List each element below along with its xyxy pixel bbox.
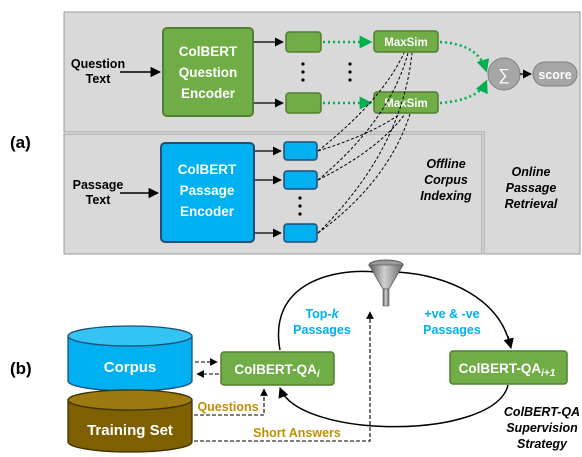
colbert-qa-i1-label: ColBERT-QAi+1 xyxy=(459,361,556,379)
score-label: score xyxy=(538,68,571,82)
svg-text:+ve & -ve: +ve & -ve xyxy=(424,307,479,321)
question-encoder-label: ColBERT Question Encoder xyxy=(179,44,238,101)
short-answers-label: Short Answers xyxy=(253,426,341,440)
svg-text:Offline: Offline xyxy=(426,157,465,171)
svg-text:Retrieval: Retrieval xyxy=(505,197,558,211)
svg-text:Text: Text xyxy=(86,72,112,86)
ve-passages-label: +ve & -ve Passages xyxy=(423,307,481,337)
passage-embedding-2 xyxy=(283,170,318,190)
questions-dashed-path xyxy=(194,388,268,416)
cycle-return-arc xyxy=(278,384,509,428)
svg-text:Text: Text xyxy=(86,193,112,207)
svg-text:Passage: Passage xyxy=(180,183,235,198)
corpus-label: Corpus xyxy=(104,359,157,376)
short-answers-dashed-path xyxy=(194,311,374,442)
svg-text:ColBERT: ColBERT xyxy=(179,44,238,59)
passage-text-label: Passage Text xyxy=(73,178,124,207)
svg-text:Passage: Passage xyxy=(73,178,124,192)
maxsim-label-2: MaxSim xyxy=(384,98,427,110)
maxsim-label-1: MaxSim xyxy=(384,37,427,49)
question-embedding-2 xyxy=(285,92,322,114)
svg-text:Passages: Passages xyxy=(293,323,351,337)
svg-text:Supervision: Supervision xyxy=(506,421,578,435)
maxsim-to-sum-2 xyxy=(439,79,488,105)
training-set-label: Training Set xyxy=(87,422,173,439)
colbert-qa-i-label: ColBERT-QAi xyxy=(234,362,320,380)
supervision-strategy-label: ColBERT-QA Supervision Strategy xyxy=(504,405,580,451)
maxsim-to-sum-1 xyxy=(439,40,490,73)
question-text-label: Question Text xyxy=(71,57,125,86)
passage-embedding-1 xyxy=(283,141,318,161)
passage-ellipsis xyxy=(298,196,302,216)
question-embedding-1 xyxy=(285,31,322,53)
funnel-icon xyxy=(368,259,404,307)
svg-text:Top-k: Top-k xyxy=(305,307,339,321)
svg-text:Question: Question xyxy=(71,57,125,71)
svg-text:ColBERT: ColBERT xyxy=(178,162,237,177)
online-retrieval-label: Online Passage Retrieval xyxy=(505,165,558,211)
supervision-cycle-arc xyxy=(277,270,511,351)
cycle-arrowhead-right xyxy=(503,335,514,350)
panel-b: (b) Top-k Passages +ve & -ve Passages Co… xyxy=(10,259,580,453)
corpus-cylinder xyxy=(67,325,193,392)
score-box xyxy=(532,61,578,87)
colbert-qa-i-box xyxy=(220,351,335,386)
question-ellipsis xyxy=(301,62,352,82)
maxsim-box-1 xyxy=(373,30,439,53)
svg-text:Encoder: Encoder xyxy=(181,86,236,101)
passage-embedding-3 xyxy=(283,223,318,243)
svg-text:Indexing: Indexing xyxy=(420,189,472,203)
panel-b-label: (b) xyxy=(10,359,32,378)
sum-symbol: ∑ xyxy=(498,67,509,84)
panel-a-label: (a) xyxy=(10,133,31,152)
passage-encoder-box xyxy=(160,142,255,243)
svg-text:ColBERT-QA: ColBERT-QA xyxy=(504,405,580,419)
offline-indexing-label: Offline Corpus Indexing xyxy=(420,157,472,203)
questions-label: Questions xyxy=(197,400,258,414)
colbert-qa-i1-box xyxy=(449,350,568,385)
offline-indexing-panel xyxy=(63,133,483,255)
svg-text:Strategy: Strategy xyxy=(517,437,568,451)
panel-a: (a) Question Text ColBERT Question Encod… xyxy=(10,11,581,255)
topk-passages-label: Top-k Passages xyxy=(293,307,351,337)
svg-text:Encoder: Encoder xyxy=(180,204,235,219)
passage-encoder-label: ColBERT Passage Encoder xyxy=(178,162,237,219)
svg-text:Corpus: Corpus xyxy=(424,173,468,187)
svg-text:Passages: Passages xyxy=(423,323,481,337)
svg-text:Online: Online xyxy=(512,165,551,179)
question-encoder-box xyxy=(162,27,254,117)
training-set-cylinder xyxy=(67,389,193,453)
svg-text:Question: Question xyxy=(179,65,238,80)
passage-to-maxsim-lines xyxy=(317,52,413,234)
svg-text:Passage: Passage xyxy=(506,181,557,195)
